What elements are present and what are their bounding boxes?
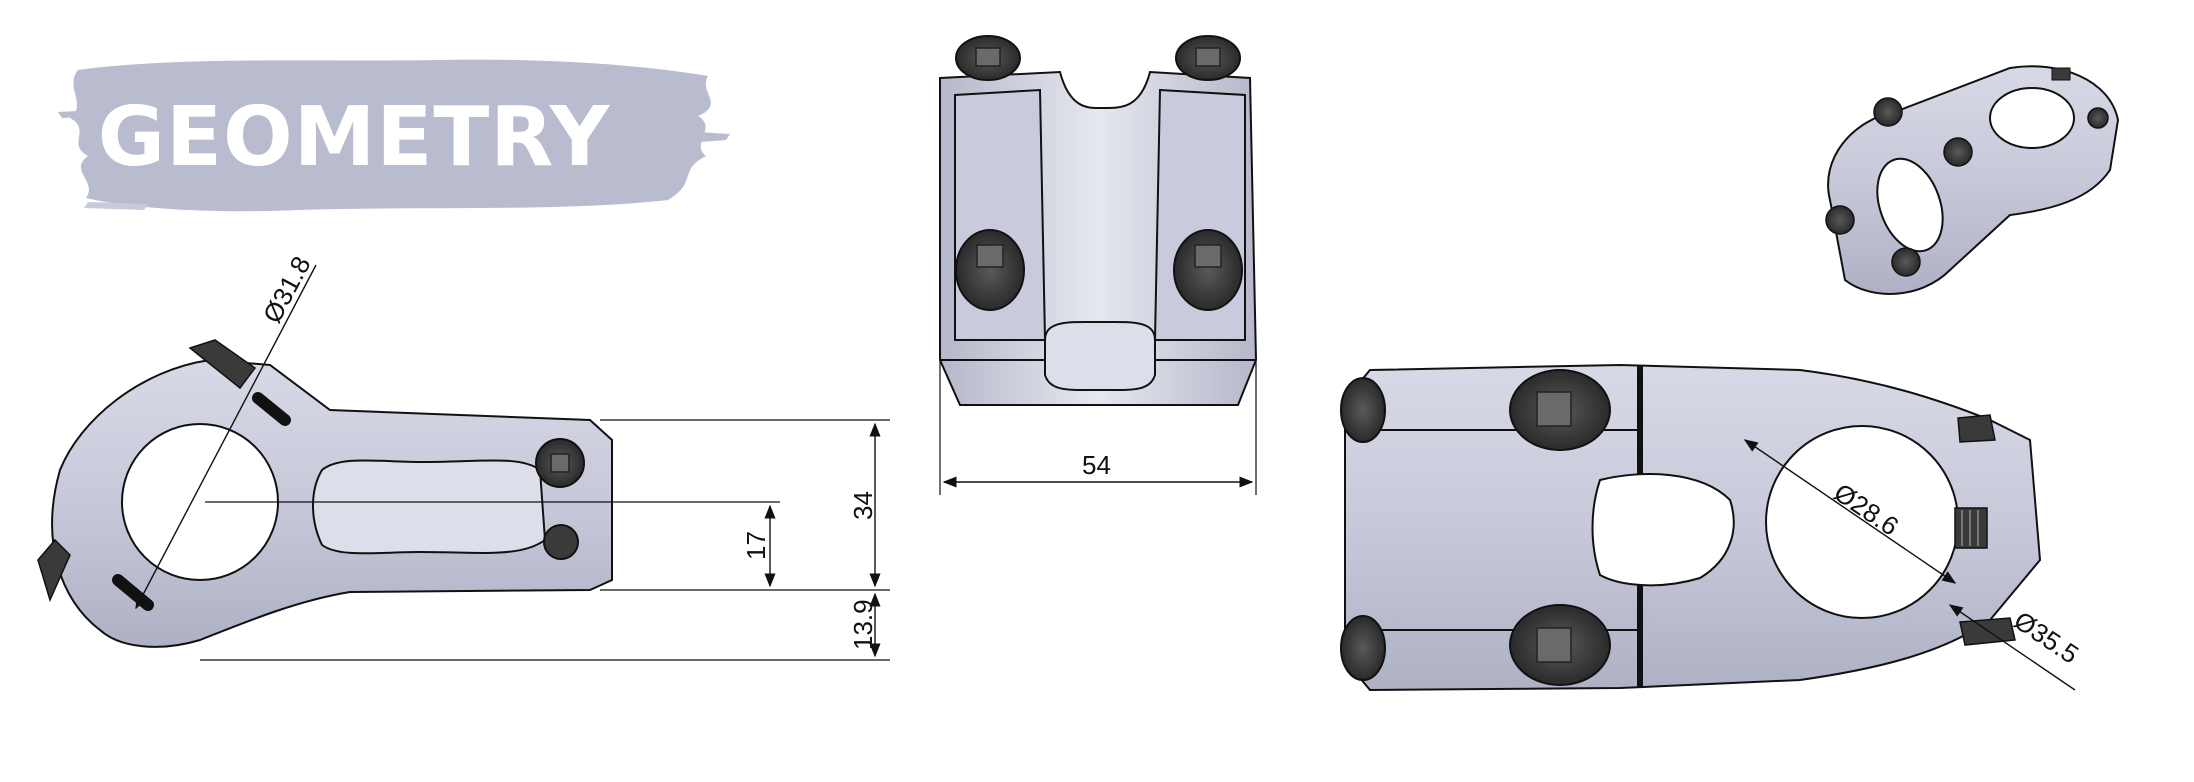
side-view-pocket <box>312 459 547 555</box>
iso-view <box>1825 65 2120 295</box>
side-view-hole-icon <box>543 524 579 560</box>
dim-clamp-diameter: Ø31.8 <box>257 251 317 328</box>
top-view-bolt-icon <box>1340 369 2016 686</box>
dim-height: 34 <box>848 491 878 520</box>
iso-view-body <box>1827 65 2120 295</box>
page-title: GEOMETRY <box>97 89 611 185</box>
dim-rise: 13.9 <box>848 599 878 650</box>
top-view: Ø28.6 Ø35.5 <box>1340 363 2084 692</box>
dim-width: 54 <box>1082 450 1111 480</box>
title-banner: GEOMETRY <box>58 52 730 222</box>
side-view: Ø31.8 34 17 13.9 <box>37 251 890 661</box>
front-view-bolt-icon <box>955 35 1243 311</box>
dim-steerer-outer: Ø35.5 <box>2009 605 2084 669</box>
front-view-slot <box>1044 320 1156 392</box>
top-view-cutout <box>1591 473 1735 587</box>
dim-offset-half: 17 <box>741 531 771 560</box>
brush-stroke <box>58 59 730 212</box>
front-view: 54 <box>939 35 1258 495</box>
brush-stroke-shape <box>70 59 711 212</box>
iso-view-bolt-icon <box>1825 67 2109 277</box>
